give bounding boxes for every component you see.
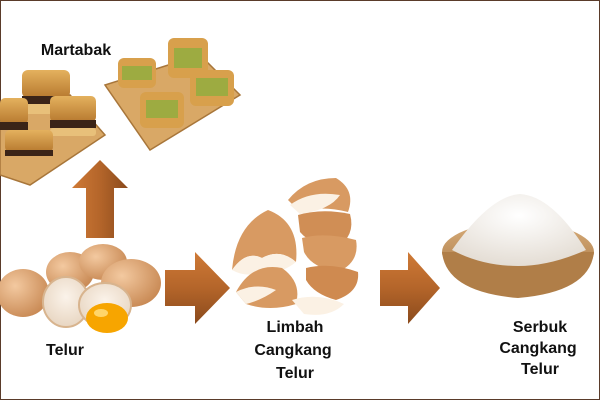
label-telur: Telur	[46, 342, 84, 359]
label-powder-line1: Serbuk	[512, 319, 568, 336]
arrow-right-to-shell-waste	[165, 252, 230, 324]
eggs-image	[0, 244, 161, 333]
eggshell-waste-image	[232, 178, 359, 315]
label-shell-waste-line2: Cangkang	[254, 342, 332, 359]
label-shell-waste-line3: Telur	[276, 365, 314, 382]
arrow-up-to-martabak	[72, 160, 128, 238]
arrow-right-to-powder	[380, 252, 440, 324]
martabak-telur-image	[103, 38, 242, 152]
label-powder-line2: Cangkang	[499, 340, 577, 357]
martabak-manis-image	[0, 70, 107, 186]
label-powder-line3: Telur	[521, 361, 559, 378]
label-martabak: Martabak	[40, 42, 112, 59]
label-shell-waste-line1: Limbah	[266, 319, 324, 336]
eggshell-powder-image	[442, 194, 594, 298]
